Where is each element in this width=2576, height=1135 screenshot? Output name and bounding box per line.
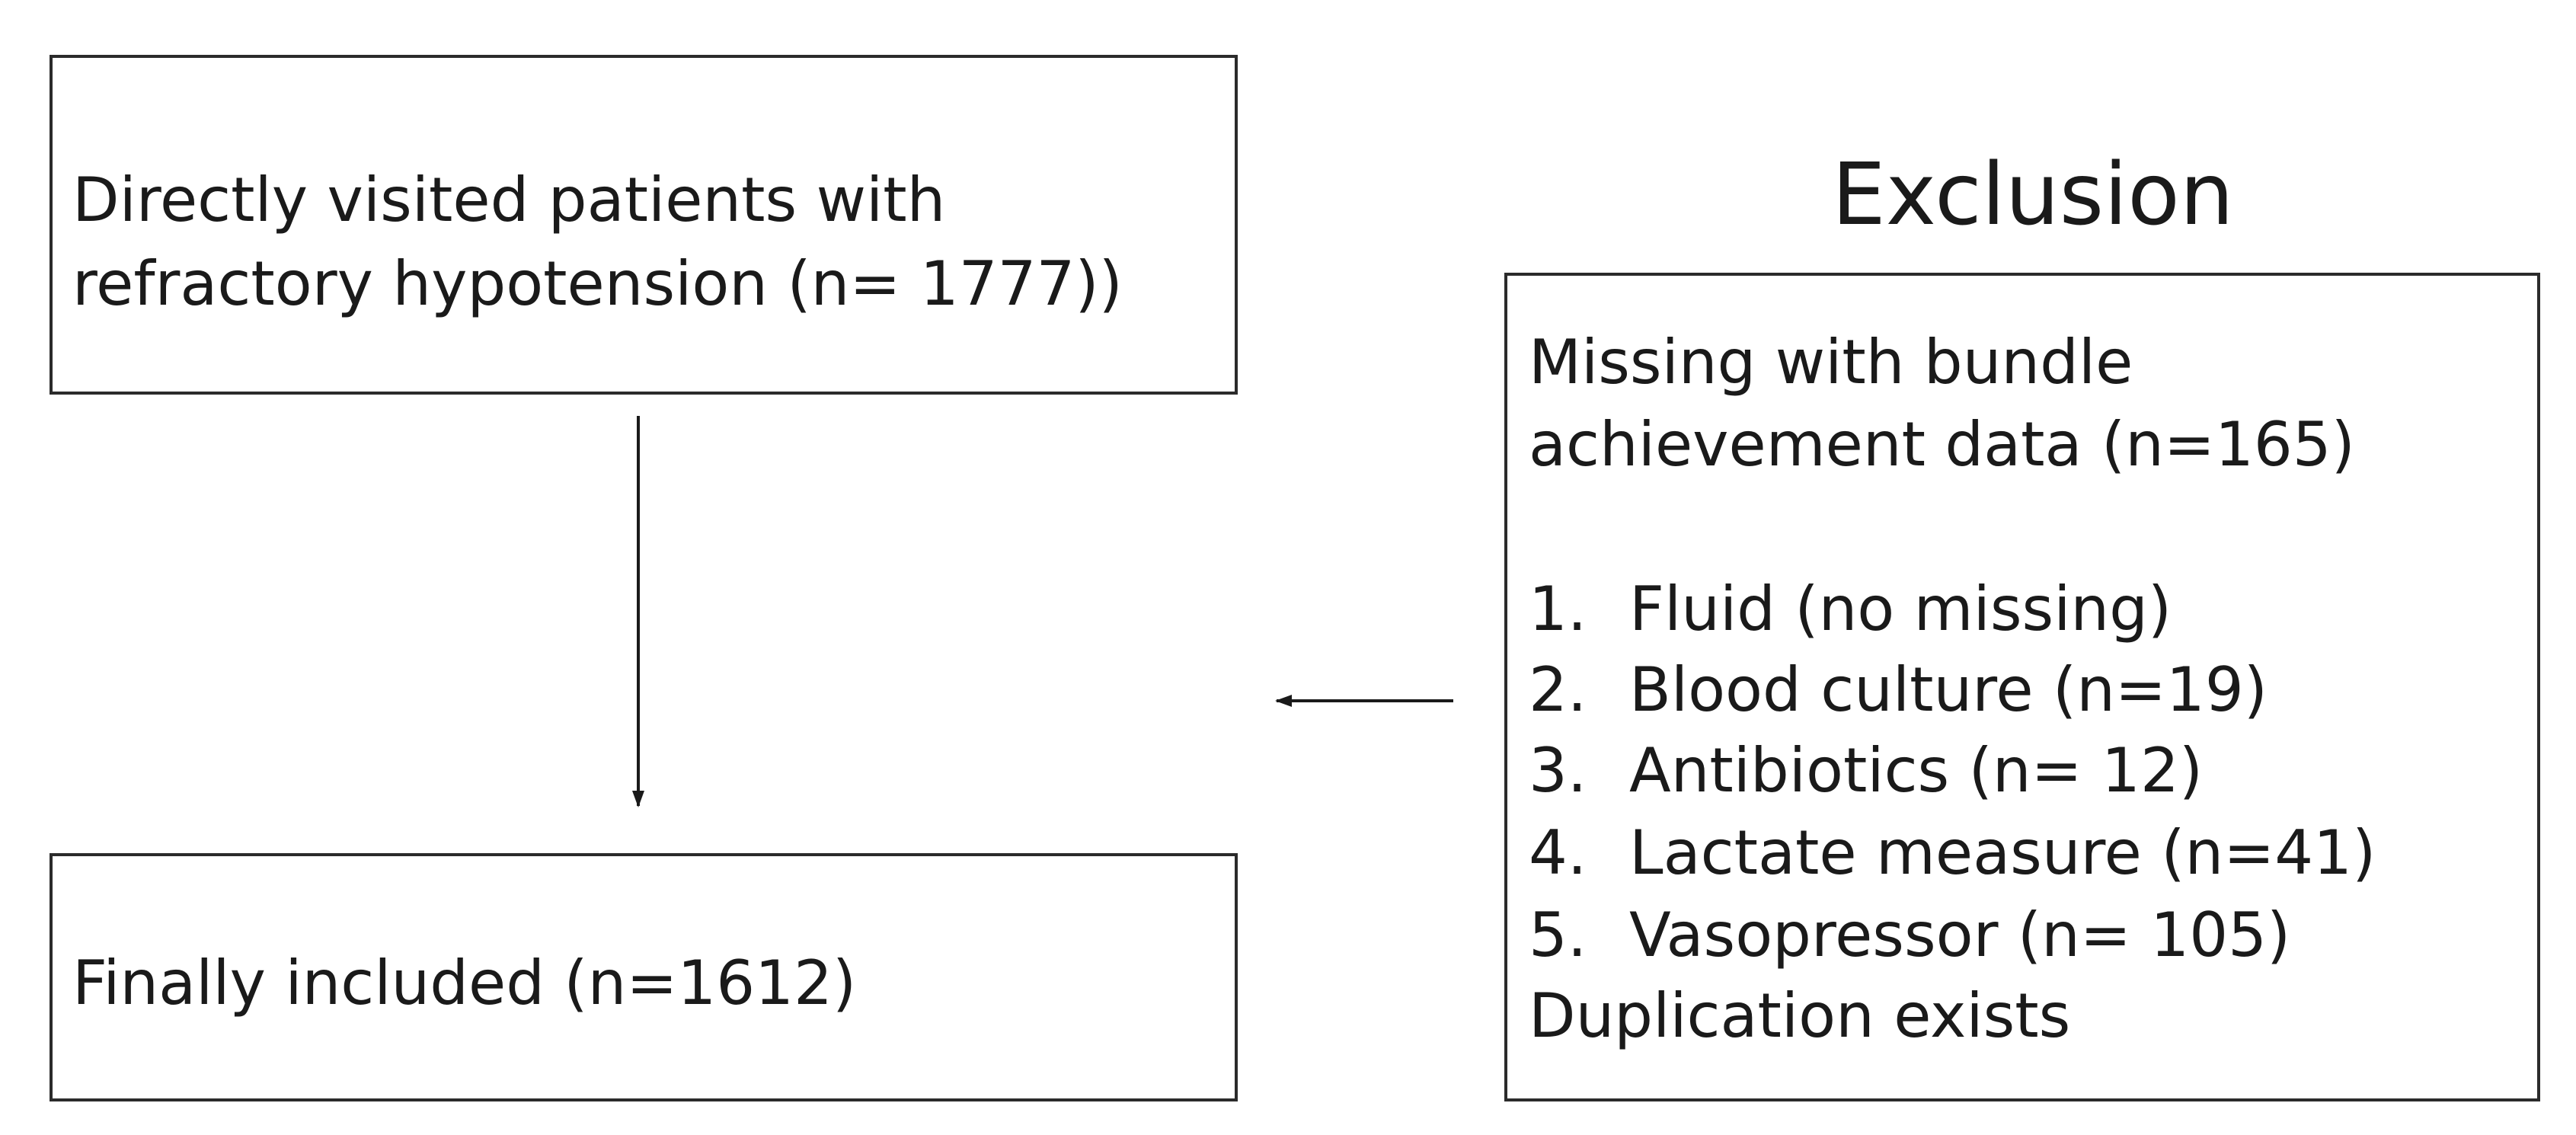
final-cohort-box: Finally included (n=1612) bbox=[50, 853, 1238, 1101]
exclusion-item-number: 4. bbox=[1529, 817, 1587, 888]
exclusion-item-number: 2. bbox=[1529, 654, 1587, 725]
exclusion-box: Missing with bundle achievement data (n=… bbox=[1504, 273, 2540, 1101]
exclusion-title: Exclusion bbox=[1832, 145, 2234, 245]
exclusion-item-text: Lactate measure (n=41) bbox=[1629, 817, 2376, 888]
final-cohort-text: Finally included (n=1612) bbox=[72, 948, 857, 1018]
exclusion-item-number: 1. bbox=[1529, 574, 1587, 644]
exclusion-item-text: Fluid (no missing) bbox=[1629, 574, 2172, 644]
initial-cohort-line-2: refractory hypotension (n= 1777)) bbox=[72, 248, 1123, 319]
exclusion-intro-line-2: achievement data (n=165) bbox=[1529, 409, 2355, 480]
initial-cohort-box: Directly visited patients with refractor… bbox=[50, 55, 1238, 395]
initial-cohort-line-1: Directly visited patients with bbox=[72, 165, 946, 235]
exclusion-item-text: Antibiotics (n= 12) bbox=[1629, 735, 2204, 806]
exclusion-item-number: 5. bbox=[1529, 900, 1587, 970]
exclusion-item-text: Vasopressor (n= 105) bbox=[1629, 900, 2291, 970]
exclusion-intro-line-1: Missing with bundle bbox=[1529, 327, 2133, 398]
exclusion-item-text: Blood culture (n=19) bbox=[1629, 654, 2268, 725]
exclusion-item-number: 3. bbox=[1529, 735, 1587, 806]
exclusion-footer-note: Duplication exists bbox=[1529, 980, 2071, 1051]
initial-cohort-text: Directly visited patients with refractor… bbox=[72, 158, 1123, 326]
